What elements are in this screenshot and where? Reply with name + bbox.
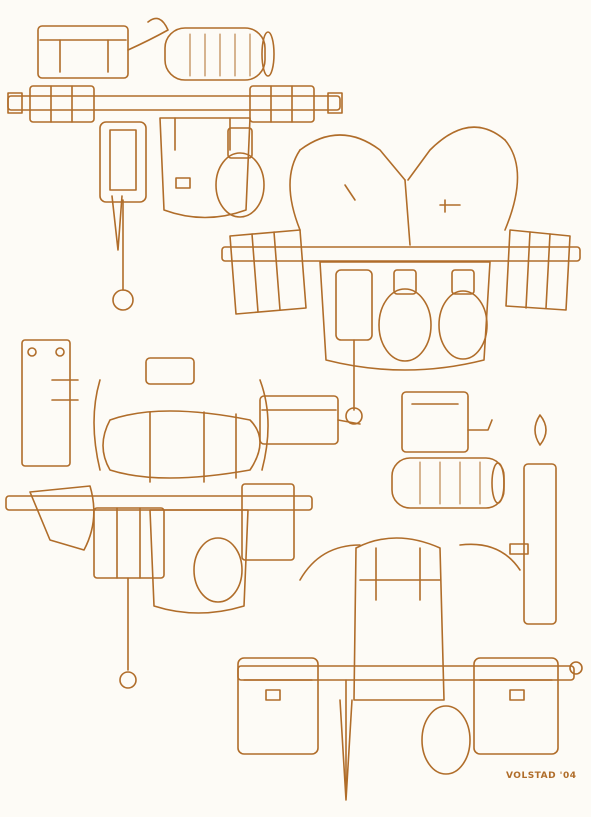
artist-signature: VOLSTAD '04 — [506, 771, 577, 781]
pack-kit-bottom-right — [237, 537, 583, 801]
rifleman-belt-kit-top — [7, 17, 343, 311]
loose-items — [21, 339, 557, 625]
assault-frame-kit-bottom-left — [5, 357, 313, 689]
y-strap-assault-kit-middle — [221, 126, 581, 425]
